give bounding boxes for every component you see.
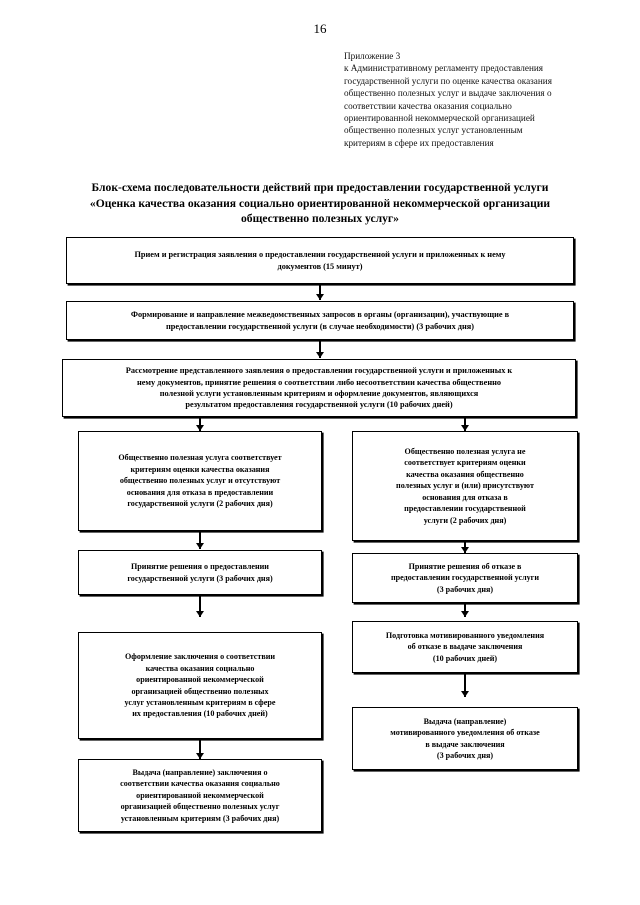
- arrowhead-n4l-n5l: [195, 543, 204, 549]
- flow-node-review: Рассмотрение представленного заявления о…: [62, 359, 576, 417]
- flow-node-line: в выдаче заключения: [425, 739, 505, 749]
- flow-node-line: ориентированной некоммерческой: [136, 790, 264, 800]
- flow-node-line: мотивированного уведомления об отказе: [390, 728, 540, 738]
- flow-node-not-conforms: Общественно полезная услуга не соответст…: [352, 431, 578, 541]
- arrowhead-n5l-n6l: [195, 611, 204, 617]
- appendix-reference-block: Приложение 3 к Административному регламе…: [344, 50, 614, 149]
- flow-node-line: основания для отказа в предоставлении: [126, 487, 274, 497]
- flow-node-line: полезной услуги установленным критериям …: [159, 389, 479, 398]
- flow-node-line: (10 рабочих дней): [432, 653, 498, 663]
- chart-title: Блок-схема последовательности действий п…: [50, 180, 590, 227]
- appendix-reference-line: соответствии качества оказания социально: [344, 100, 512, 111]
- connector-n3-n4l: [199, 417, 201, 431]
- page-number: 16: [313, 21, 327, 36]
- flow-node-line: полезных услуг и (или) присутствуют: [396, 481, 534, 491]
- arrowhead-n5r-n6r: [460, 611, 469, 617]
- flow-node-prepare-refusal-notice: Подготовка мотивированного уведомления о…: [352, 621, 578, 673]
- chart-title-line: общественно полезных услуг»: [241, 212, 399, 225]
- flow-node-line: качества оказания общественно: [406, 469, 524, 479]
- connector-n4l-n5l: [199, 531, 201, 549]
- flow-node-line: основания для отказа в: [422, 492, 508, 502]
- appendix-reference-line: к Административному регламенту предостав…: [344, 63, 543, 74]
- flow-node-line: об отказе в выдаче заключения: [407, 642, 523, 652]
- flow-node-line: услуги (2 рабочих дня): [423, 515, 507, 525]
- arrowhead-n6r-n7r: [460, 691, 469, 697]
- flow-node-line: услуг установленным критериям в сфере: [124, 697, 276, 707]
- appendix-reference-line: ориентированной некоммерческой организац…: [344, 113, 535, 124]
- arrowhead-n6l-n7l: [195, 753, 204, 759]
- flow-node-line: государственной услуги (3 рабочих дня): [127, 573, 273, 583]
- flow-node-line: Рассмотрение представленного заявления о…: [125, 366, 513, 376]
- flow-node-line: предоставлении государственной: [404, 504, 526, 514]
- flow-node-line: предоставлении государственной услуги (в…: [165, 321, 475, 331]
- flow-node-line: Принятие решения об отказе в: [408, 561, 522, 571]
- flow-node-line: критериям оценки качества оказания: [130, 464, 270, 474]
- flow-node-line: установленным критериям (3 рабочих дня): [120, 813, 280, 823]
- flow-node-intake: Прием и регистрация заявления о предоста…: [66, 237, 574, 284]
- arrowhead-n3-n4l: [195, 425, 204, 431]
- flow-node-line: Общественно полезная услуга соответствуе…: [118, 453, 282, 463]
- flow-node-conforms: Общественно полезная услуга соответствуе…: [78, 431, 322, 531]
- flow-node-line: организацией общественно полезных: [131, 686, 269, 696]
- flow-node-line: Подготовка мотивированного уведомления: [385, 630, 545, 640]
- flow-node-line: Принятие решения о предоставлении: [131, 562, 269, 572]
- flow-node-line: результатом предоставления государственн…: [185, 400, 453, 410]
- flow-node-line: государственной услуги (2 рабочих дня): [127, 499, 273, 509]
- flow-node-line: Формирование и направление межведомствен…: [130, 310, 510, 320]
- connector-n3-n4r: [464, 417, 466, 431]
- flow-node-line: организацией общественно полезных услуг: [120, 802, 280, 812]
- flow-node-line: Выдача (направление): [423, 716, 507, 726]
- connector-n1-n2: [319, 284, 321, 300]
- flow-node-line: качества оказания социально: [145, 663, 255, 673]
- appendix-reference-line: критериям в сфере их предоставления: [344, 137, 494, 148]
- appendix-reference-line: Приложение 3: [344, 51, 401, 61]
- connector-n6l-n7l: [199, 739, 201, 759]
- flow-node-line: их предоставления (10 рабочих дней): [132, 709, 268, 719]
- arrowhead-n1-n2: [315, 294, 324, 300]
- chart-title-line: Блок-схема последовательности действий п…: [91, 181, 549, 194]
- appendix-reference-line: общественно полезных услуг и выдаче закл…: [344, 88, 552, 99]
- flow-node-interagency-requests: Формирование и направление межведомствен…: [66, 301, 574, 340]
- arrowhead-n4r-n5r: [460, 547, 469, 553]
- flow-node-line: ориентированной некоммерческой: [136, 675, 264, 685]
- flow-node-decision-grant: Принятие решения о предоставлении госуда…: [78, 550, 322, 595]
- connector-n5l-n6l: [199, 595, 201, 617]
- flow-node-issue-conclusion: Выдача (направление) заключения о соотве…: [78, 759, 322, 832]
- arrowhead-n2-n3: [315, 352, 324, 358]
- flow-node-line: нему документов, принятие решения о соот…: [136, 377, 502, 387]
- arrowhead-n3-n4r: [460, 425, 469, 431]
- flow-node-line: Общественно полезная услуга не: [404, 447, 526, 457]
- flow-node-line: предоставлении государственной услуги: [390, 573, 539, 583]
- flow-node-line: соответствии качества оказания социально: [120, 779, 280, 789]
- appendix-reference-line: государственной услуги по оценке качеств…: [344, 75, 552, 86]
- appendix-reference-line: общественно полезных услуг установленным: [344, 125, 523, 136]
- connector-n6r-n7r: [464, 673, 466, 697]
- flow-node-line: (3 рабочих дня): [436, 750, 494, 760]
- flow-node-line: соответствует критериям оценки: [404, 458, 526, 468]
- connector-n2-n3: [319, 340, 321, 358]
- flow-node-line: Выдача (направление) заключения о: [132, 767, 268, 777]
- flow-node-line: Оформление заключения о соответствии: [124, 652, 276, 662]
- flow-node-line: общественно полезных услуг и отсутствуют: [119, 476, 281, 486]
- flow-node-decision-refuse: Принятие решения об отказе в предоставле…: [352, 553, 578, 603]
- flow-node-line: документов (15 минут): [277, 261, 363, 271]
- flow-node-issue-refusal-notice: Выдача (направление) мотивированного уве…: [352, 707, 578, 770]
- flow-node-prepare-conclusion: Оформление заключения о соответствии кач…: [78, 632, 322, 739]
- connector-n5r-n6r: [464, 603, 466, 617]
- chart-title-line: «Оценка качества оказания социально орие…: [89, 196, 551, 210]
- flow-node-line: (3 рабочих дня): [436, 584, 494, 594]
- flow-node-line: Прием и регистрация заявления о предоста…: [134, 250, 506, 260]
